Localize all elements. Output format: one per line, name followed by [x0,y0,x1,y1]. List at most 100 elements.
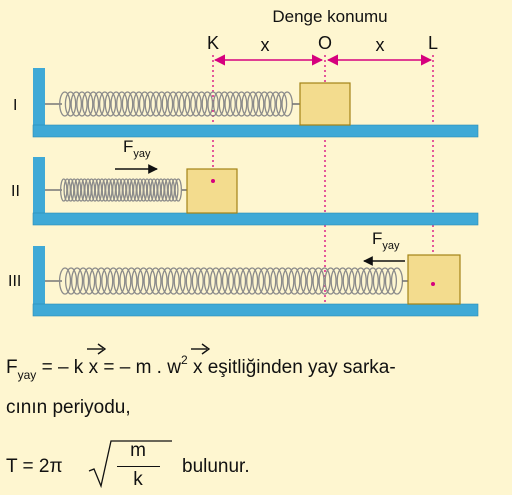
spring-coil [378,267,391,295]
spring-coil [150,178,158,202]
spring-coil [184,91,197,117]
spring-coil [354,267,367,295]
wall-3 [33,246,45,308]
vector-arrow-icon [86,343,106,355]
equation-line-1: Fyay = – k x = – m . w2 x eşitliğinden y… [6,343,396,387]
force-label-3: Fyay [372,229,400,252]
spring-coil [101,267,114,295]
equation-part-2: = – m . w [98,357,181,378]
spring-coil [95,267,108,295]
mass-block-2 [186,168,238,214]
fraction-bar [117,466,160,468]
mass-center-dot-3 [431,282,435,286]
spring-coil [139,178,148,202]
spring-coil [71,267,84,295]
spring-coil [131,267,144,295]
spring-coil [108,178,117,202]
spring-coil [104,91,117,117]
equation-part-1: = – k [36,357,89,378]
spring-coil [150,91,162,117]
spring-coil [173,91,185,117]
spring-coil [209,267,222,295]
spring-coil [212,91,225,117]
spring-coil [258,267,271,295]
distance-label-left: x [261,35,270,55]
spring-coil [342,267,355,295]
spring-coil [197,267,210,295]
row-label-1: I [13,97,17,114]
spring-coil [58,267,72,295]
spring-2 [45,178,187,202]
spring-coil [221,267,235,295]
spring-coil [127,91,140,117]
spring-coil [77,267,90,295]
spring-coil [153,178,162,202]
spring-coil [118,178,127,202]
spring-coil [252,267,265,295]
spring-coil [136,178,144,202]
spring-coil [174,178,183,202]
point-label-k: K [207,33,219,53]
spring-coil [81,91,94,117]
floor-2 [32,212,479,226]
spring-coil [360,267,373,295]
floor-3 [32,303,479,317]
spring-coil [101,178,110,202]
spring-coil [264,91,276,117]
vector-x-2: x [190,343,210,380]
spring-coil [190,91,202,117]
spring-coil [312,267,325,295]
spring-coil [87,178,96,202]
floor-1 [32,124,479,138]
spring-coil [179,267,192,295]
force-subscript: yay [17,368,37,382]
spring-coil [129,178,137,202]
spring-coil [76,91,88,117]
force-label-2: Fyay [123,137,151,160]
spring-coil [89,267,102,295]
spring-coil [173,267,186,295]
spring-coil [185,267,198,295]
spring-coil [132,178,141,202]
spring-coil [218,91,231,117]
spring-coil [324,267,337,295]
point-label-l: L [428,33,438,53]
spring-coil [167,178,176,202]
spring-coil [348,267,361,295]
spring-coil [87,91,100,117]
spring-coil [366,267,379,295]
spring-coil [133,91,145,117]
spring-coil [143,267,156,295]
spring-coil [306,267,319,295]
spring-coil [336,267,349,295]
spring-coil [230,91,242,117]
spring-coil [121,91,134,117]
spring-coil [246,267,259,295]
mass-block-1 [299,82,351,126]
spring-coil [160,178,169,202]
spring-coil [195,91,208,117]
spring-coil [115,178,124,202]
spring-coil [157,178,165,202]
spring-coil [64,267,78,295]
vector-x-1: x [86,343,106,380]
spring-coil [191,267,204,295]
spring-coil [252,91,265,117]
spring-coil [201,91,214,117]
spring-coil [276,267,289,295]
spring-coil [235,91,248,117]
spring-coil [372,267,385,295]
spring-coil [224,91,236,117]
spring-coil [83,267,96,295]
spring-coil [84,178,92,202]
spring-coil [207,91,219,117]
wall-1 [33,68,45,130]
spring-coil [241,91,254,117]
spring-coil [203,267,216,295]
spring-coil [116,91,128,117]
spring-coil [112,178,120,202]
spring-oscillator-diagram: Denge konumu K O L x x I II Fyay III Fya… [8,7,479,317]
equilibrium-title: Denge konumu [272,7,387,26]
spring-coil [270,267,283,295]
spring-coil [294,267,307,295]
